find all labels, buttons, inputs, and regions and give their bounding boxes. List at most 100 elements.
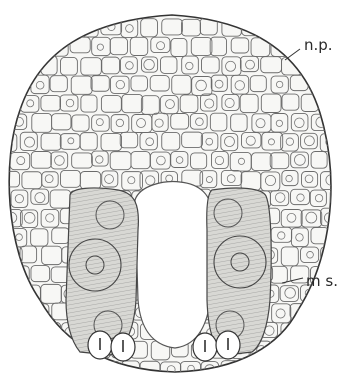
cell (32, 38, 49, 56)
cell-nucleus (287, 366, 293, 372)
cell-nucleus (45, 365, 53, 373)
cell (292, 343, 313, 359)
cell (61, 19, 80, 35)
cell (1, 96, 20, 113)
cell-nucleus (56, 43, 63, 50)
label-mesoderm: m s. (306, 272, 338, 290)
cell (62, 362, 81, 378)
central-cavity (135, 182, 212, 348)
cell (331, 342, 351, 357)
cell (340, 134, 351, 151)
cell (331, 151, 349, 169)
cell-nucleus (127, 367, 134, 374)
cell-nucleus (65, 364, 75, 374)
cell (301, 58, 320, 74)
cell (341, 57, 351, 75)
cell (331, 77, 351, 94)
cell (262, 361, 280, 378)
cell (41, 18, 58, 36)
cell (321, 94, 339, 109)
cell-nucleus (8, 329, 14, 335)
cell (0, 323, 20, 342)
cell-nucleus (345, 213, 351, 221)
cell-nucleus (286, 23, 296, 33)
cell-nucleus (225, 365, 236, 376)
cell (81, 360, 98, 376)
cell-nucleus (306, 328, 312, 334)
cell (11, 304, 31, 319)
cell-nucleus (347, 62, 351, 70)
cell-nucleus (5, 289, 13, 297)
cell-nucleus (307, 61, 315, 69)
cell (32, 343, 52, 361)
cell (340, 284, 351, 301)
cell (12, 342, 29, 359)
cell (271, 342, 287, 360)
cell-nucleus (14, 346, 24, 356)
cell (322, 322, 339, 339)
cell (341, 19, 351, 34)
cell-nucleus (15, 43, 23, 51)
cell (22, 360, 40, 378)
cell-nucleus (335, 155, 346, 166)
cell-nucleus (306, 366, 314, 374)
cell (321, 56, 339, 73)
cell (22, 323, 41, 339)
cell (261, 18, 278, 34)
cell (11, 77, 27, 93)
cell (321, 360, 338, 376)
cell-nucleus (325, 365, 333, 373)
cell (300, 323, 317, 340)
cell (310, 76, 327, 92)
cell (0, 18, 18, 35)
cell-nucleus (345, 328, 351, 337)
cell-nucleus (27, 290, 34, 297)
cell (341, 247, 351, 266)
cell (311, 342, 328, 359)
cell-nucleus (326, 251, 334, 259)
cell (2, 285, 18, 300)
mesoderm-band-left (66, 188, 138, 355)
mesoderm-band-right (207, 188, 271, 355)
label-neural-plate: n.p. (304, 36, 333, 54)
cell-nucleus (14, 78, 25, 89)
cell (340, 209, 351, 225)
cell (42, 361, 58, 377)
cell-nucleus (37, 309, 44, 316)
cell (1, 361, 18, 376)
cell (52, 341, 72, 359)
cell (282, 362, 300, 378)
cell (11, 39, 27, 58)
cell-nucleus (337, 81, 345, 89)
leader-line-np (285, 49, 300, 60)
cell (330, 189, 347, 205)
cell (310, 303, 327, 322)
cell-nucleus (37, 347, 45, 355)
cell-nucleus (335, 117, 346, 128)
cell-nucleus (6, 62, 13, 69)
cell (282, 20, 302, 38)
cell-nucleus (297, 308, 305, 316)
cell (341, 323, 351, 341)
cell (332, 114, 351, 131)
cell-nucleus (46, 24, 53, 31)
cell-nucleus (245, 365, 254, 374)
cell (341, 96, 351, 115)
cell (100, 361, 120, 378)
cell-nucleus (16, 306, 26, 316)
cell (20, 57, 39, 73)
cell-nucleus (346, 100, 351, 110)
cell (341, 171, 351, 186)
cell (241, 362, 258, 379)
cell (331, 38, 347, 57)
cell (300, 19, 319, 36)
cell-nucleus (325, 98, 335, 108)
cell (340, 362, 351, 381)
cell-nucleus (347, 366, 351, 375)
cell (1, 58, 17, 74)
cell (331, 228, 350, 246)
cell (321, 19, 338, 36)
cell-nucleus (17, 271, 25, 279)
cell (300, 361, 318, 378)
